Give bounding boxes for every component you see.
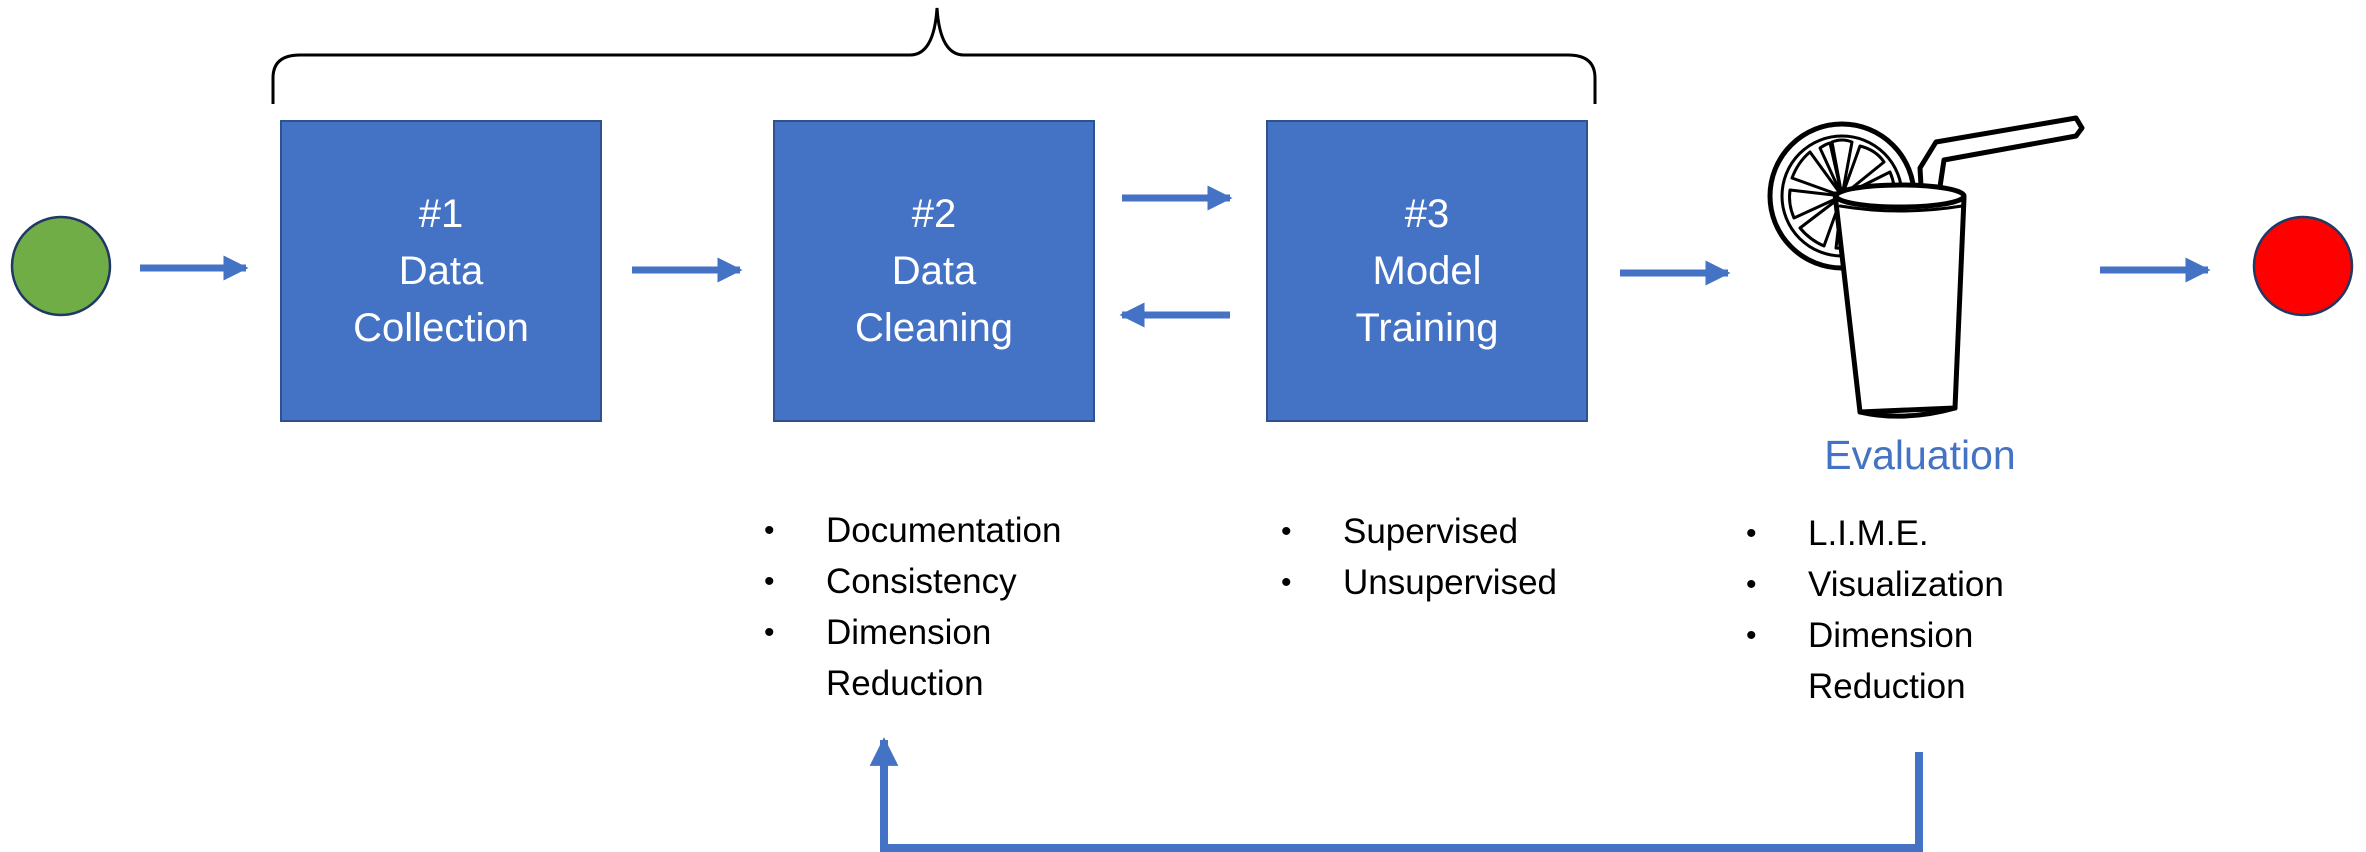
step-model-training: #3 Model Training [1266,120,1588,422]
list-item: L.I.M.E. [1746,508,2066,559]
evaluation-notes-list: L.I.M.E. Visualization Dimension Reducti… [1746,508,2066,712]
lemonade-glass-icon [1767,115,2085,419]
step-data-cleaning: #2 Data Cleaning [773,120,1095,422]
step-title-line1: Model [1372,248,1482,293]
list-item: Documentation [764,505,1104,556]
training-notes-list: Supervised Unsupervised [1281,506,1621,608]
list-item: Visualization [1746,559,2066,610]
list-item: Consistency [764,556,1104,607]
step-number: #1 [418,191,464,236]
step-title-line1: Data [398,248,484,293]
list-item: Unsupervised [1281,557,1621,608]
step-title-line1: Data [891,248,977,293]
start-node [10,215,112,317]
step-data-collection: #1 Data Collection [280,120,602,422]
list-item: Supervised [1281,506,1621,557]
evaluation-label: Evaluation [1824,432,2016,478]
end-node [2252,215,2354,317]
step-number: #2 [911,191,957,236]
step-title-line2: Collection [353,305,529,350]
step-title-line2: Cleaning [855,305,1013,350]
list-item: Dimension Reduction [1746,610,2066,712]
cleaning-notes-list: Documentation Consistency Dimension Redu… [764,505,1104,709]
step-number: #3 [1404,191,1450,236]
list-item: Dimension Reduction [764,607,1104,709]
step-title-line2: Training [1355,305,1499,350]
feedback-loop-arrow [869,737,1923,852]
group-brace [271,7,1597,104]
